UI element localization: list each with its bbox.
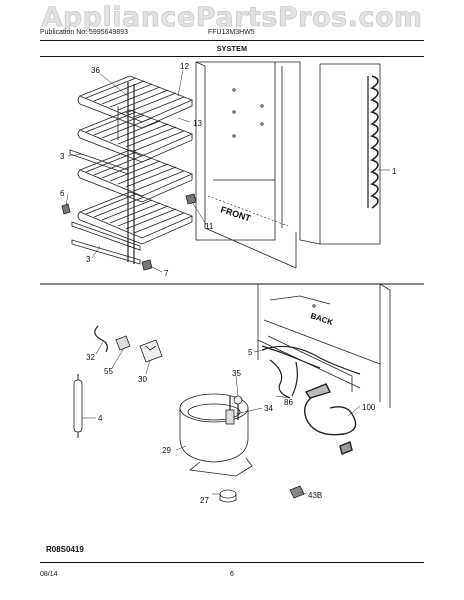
section-rule [40,56,424,57]
callout-29: 29 [162,446,171,455]
page-number: 6 [230,571,234,578]
callout-35: 35 [232,369,241,378]
callout-13: 13 [193,119,202,128]
shelf-strips [69,149,141,265]
back-label: BACK [309,311,334,327]
callout-1: 1 [392,167,397,176]
wiring-harness [261,345,361,399]
callout-3-upper: 3 [60,152,65,161]
callout-3-lower: 3 [86,255,91,264]
power-cord [304,383,357,455]
shelf-4 [77,191,194,245]
footer-date: 08/14 [40,571,58,578]
callout-100: 100 [362,403,376,412]
leader-lines-lower [82,339,361,495]
callout-7: 7 [164,269,169,278]
cabinet-outline [195,61,381,269]
callout-12: 12 [180,62,189,71]
reference-code: R08S0419 [46,545,84,554]
watermark: AppliancePartsPros.com [41,2,423,34]
shelf-3 [77,149,194,203]
callout-43b: 43B [308,491,322,500]
callout-30: 30 [138,375,147,384]
leader-lines-upper [65,69,390,273]
section-title: SYSTEM [216,46,248,53]
relay-overload [94,325,163,363]
shelf-clips [61,193,197,271]
publication-number: Publication No: 5995649893 [40,29,128,36]
shelf-1 [77,75,194,129]
bracket-43b [289,485,305,499]
shelf-2 [77,109,194,163]
callout-27: 27 [200,496,209,505]
evaporator-shelves [77,75,194,264]
compressor [179,393,253,503]
header-rule [40,40,424,41]
callout-36: 36 [91,66,100,75]
callout-11: 11 [205,222,214,231]
front-label: FRONT [219,204,252,223]
filter-drier [73,374,83,438]
callout-86: 86 [284,398,293,407]
callout-5: 5 [248,348,253,357]
callout-34: 34 [264,404,273,413]
callout-6: 6 [60,189,65,198]
model-number: FFU13M3HW5 [208,29,255,36]
callout-55: 55 [104,367,113,376]
callout-32: 32 [86,353,95,362]
callout-4: 4 [98,414,103,423]
footer-rule [40,562,424,563]
condenser-coil [367,75,379,209]
